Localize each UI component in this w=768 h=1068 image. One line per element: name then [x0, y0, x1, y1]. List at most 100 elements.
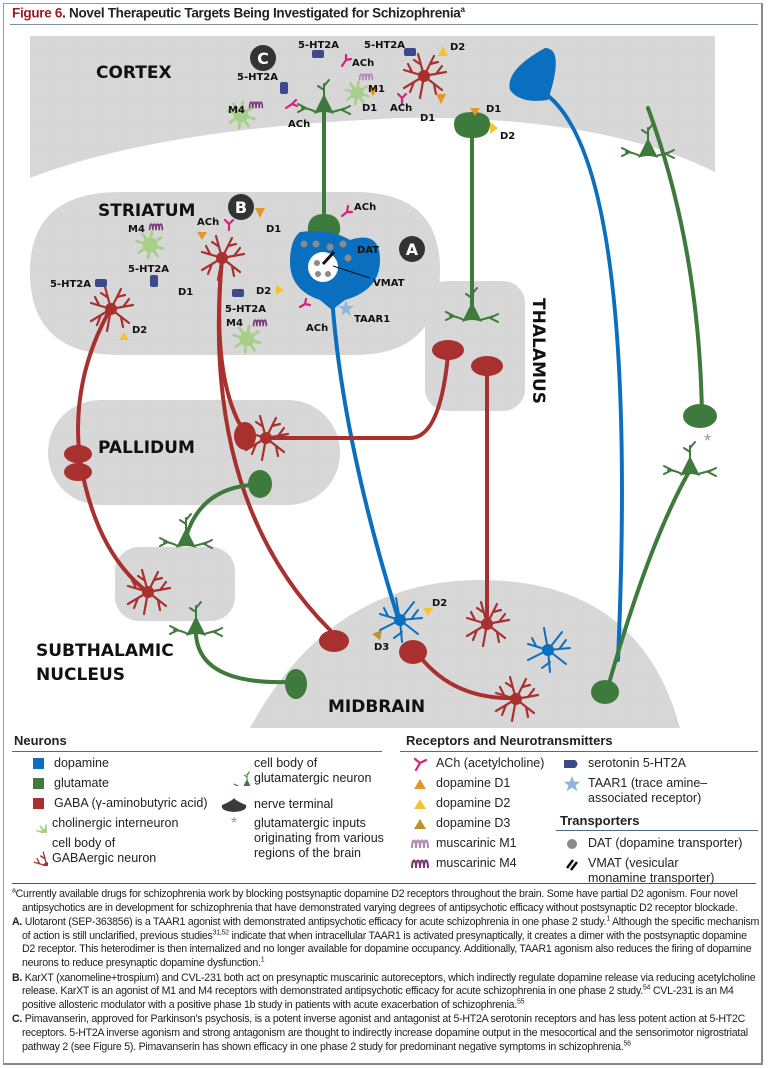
legend-item-m4: muscarinic M4	[408, 856, 517, 871]
m4-coil-icon	[408, 856, 432, 871]
legend-item-ach: ACh (acetylcholine)	[408, 756, 544, 771]
notes-divider	[12, 883, 756, 884]
legend-item-m1: muscarinic M1	[408, 836, 517, 851]
svg-text:D1: D1	[486, 104, 501, 115]
dopamine-terminal-cortex	[509, 48, 556, 101]
neural-circuit-diagram: CORTEX STRIATUM PALLIDUM SUBTHALAMIC NUC…	[30, 36, 717, 728]
legend-item-glutamate: glutamate	[26, 776, 109, 791]
region-midbrain	[250, 580, 680, 728]
svg-text:M4: M4	[226, 318, 243, 329]
legend-item-gaba: GABA (γ-aminobutyric acid)	[26, 796, 208, 811]
svg-text:D2: D2	[432, 598, 447, 609]
legend-item-d1: dopamine D1	[408, 776, 510, 791]
vesicle	[308, 252, 338, 282]
region-label-striatum: STRIATUM	[98, 201, 195, 221]
legend-item-taar1: TAAR1 (trace amine–associated receptor)	[560, 775, 707, 806]
taar1-star-icon	[560, 775, 584, 791]
svg-text:DAT: DAT	[357, 245, 379, 256]
dopamine-receptors	[119, 46, 498, 640]
nerve-terminal-icon	[218, 797, 250, 812]
receptor-labels: 5-HT2A 5-HT2A 5-HT2A M4 ACh M1 D1 ACh AC…	[50, 40, 515, 653]
svg-text:M1: M1	[368, 84, 385, 95]
cholinergic-interneuron-icon	[24, 816, 48, 831]
d2-triangle-icon	[408, 796, 432, 811]
d3-triangle-icon	[408, 816, 432, 831]
figure-title: Figure 6. Novel Therapeutic Targets Bein…	[12, 5, 465, 21]
svg-text:D1: D1	[266, 224, 281, 235]
ht2a-icon	[560, 756, 584, 771]
glutamate-terminals	[248, 404, 717, 704]
ach-icon	[408, 756, 432, 771]
svg-text:5-HT2A: 5-HT2A	[50, 279, 91, 290]
legend-neurons-rule	[12, 751, 382, 752]
title-divider	[10, 24, 758, 25]
svg-text:D1: D1	[178, 287, 193, 298]
svg-text:A: A	[406, 240, 419, 259]
legend-transporters-heading: Transporters	[560, 813, 640, 828]
figure-notes: aCurrently available drugs for schizophr…	[12, 887, 760, 1055]
svg-text:ACh: ACh	[390, 103, 412, 114]
gabaergic-cell-body-icon	[16, 836, 48, 866]
note-c: C. Pimavanserin, approved for Parkinson’…	[12, 1013, 748, 1053]
legend-item-dat: DAT (dopamine transporter)	[560, 836, 742, 851]
svg-text:D2: D2	[500, 131, 515, 142]
dat-icon	[560, 836, 584, 851]
badge-b: B	[228, 194, 254, 220]
dat-transporters	[300, 240, 352, 262]
m1-coil-icon	[408, 836, 432, 851]
svg-text:5-HT2A: 5-HT2A	[225, 304, 266, 315]
svg-text:5-HT2A: 5-HT2A	[128, 264, 169, 275]
svg-text:5-HT2A: 5-HT2A	[364, 40, 405, 51]
svg-text:TAAR1: TAAR1	[354, 314, 390, 325]
svg-text:M4: M4	[128, 224, 145, 235]
badge-c: C	[250, 45, 276, 71]
d1-triangle-icon	[408, 776, 432, 791]
vmat-icon	[560, 856, 584, 871]
legend-item-dopamine: dopamine	[26, 756, 109, 771]
legend-item-d2: dopamine D2	[408, 796, 510, 811]
legend-item-nerve-terminal: nerve terminal	[218, 797, 333, 812]
svg-text:B: B	[235, 198, 247, 217]
svg-text:M4: M4	[228, 105, 245, 116]
figure-frame	[3, 3, 763, 1065]
taar1-star	[338, 300, 354, 316]
region-label-subthalamic-1: SUBTHALAMIC	[36, 641, 174, 661]
figure-label: Figure 6	[12, 5, 63, 21]
note-a: A. Ulotaront (SEP-363856) is a TAAR1 ago…	[12, 915, 760, 969]
legend-item-ht2a: serotonin 5-HT2A	[560, 756, 686, 771]
note-b: B. KarXT (xanomeline+trospium) and CVL-2…	[12, 971, 756, 1011]
svg-text:ACh: ACh	[352, 58, 374, 69]
region-label-subthalamic-2: NUCLEUS	[36, 665, 125, 685]
svg-text:5-HT2A: 5-HT2A	[237, 72, 278, 83]
svg-text:5-HT2A: 5-HT2A	[298, 40, 339, 51]
glutamatergic-cell-body-icon	[214, 756, 250, 786]
svg-text:VMAT: VMAT	[373, 278, 405, 289]
legend-receptors-heading: Receptors and Neurotransmitters	[406, 733, 613, 748]
glutamate-terminal-cortex	[454, 112, 490, 138]
region-label-thalamus: THALAMUS	[528, 298, 548, 404]
svg-text:D1: D1	[362, 103, 377, 114]
legend-transporters-rule	[556, 830, 758, 831]
ach-receptors	[223, 53, 408, 309]
square-dopamine-icon	[32, 758, 44, 769]
legend-neurons-heading: Neurons	[14, 733, 67, 748]
gaba-terminals	[64, 340, 503, 664]
figure-title-text: . Novel Therapeutic Targets Being Invest…	[62, 5, 461, 21]
ht2a-receptors	[95, 48, 416, 297]
svg-text:ACh: ACh	[288, 119, 310, 130]
svg-text:C: C	[257, 49, 269, 68]
svg-text:D2: D2	[256, 286, 271, 297]
svg-text:D2: D2	[450, 42, 465, 53]
square-gaba-icon	[32, 798, 44, 809]
region-label-cortex: CORTEX	[96, 63, 172, 83]
glutamatergic-neuron-subthalamic-upper	[159, 513, 213, 549]
svg-text:ACh: ACh	[306, 323, 328, 334]
note-intro: aCurrently available drugs for schizophr…	[12, 887, 738, 914]
badge-a: A	[399, 236, 425, 262]
legend-receptors-rule	[400, 751, 758, 752]
svg-text:ACh: ACh	[197, 217, 219, 228]
asterisk-glutamatergic-input: *	[704, 431, 711, 451]
figure-title-footnote-marker: a	[460, 5, 465, 14]
svg-text:D1: D1	[420, 113, 435, 124]
